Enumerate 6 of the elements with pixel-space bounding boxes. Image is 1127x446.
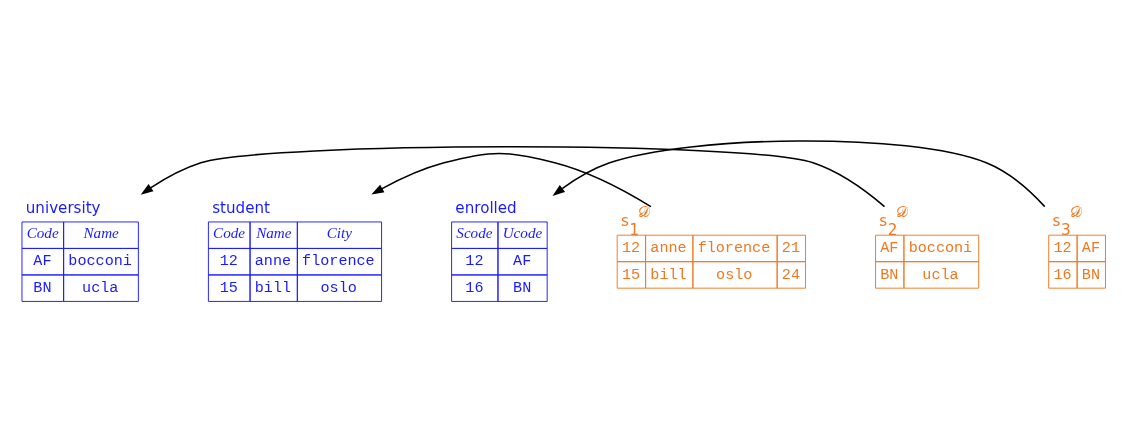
node-label: enrolled (455, 199, 517, 218)
node-label: student (212, 199, 271, 218)
arrow (552, 140, 1046, 208)
arrow (371, 152, 652, 208)
node-label: university (25, 199, 101, 218)
arrow (140, 146, 886, 208)
